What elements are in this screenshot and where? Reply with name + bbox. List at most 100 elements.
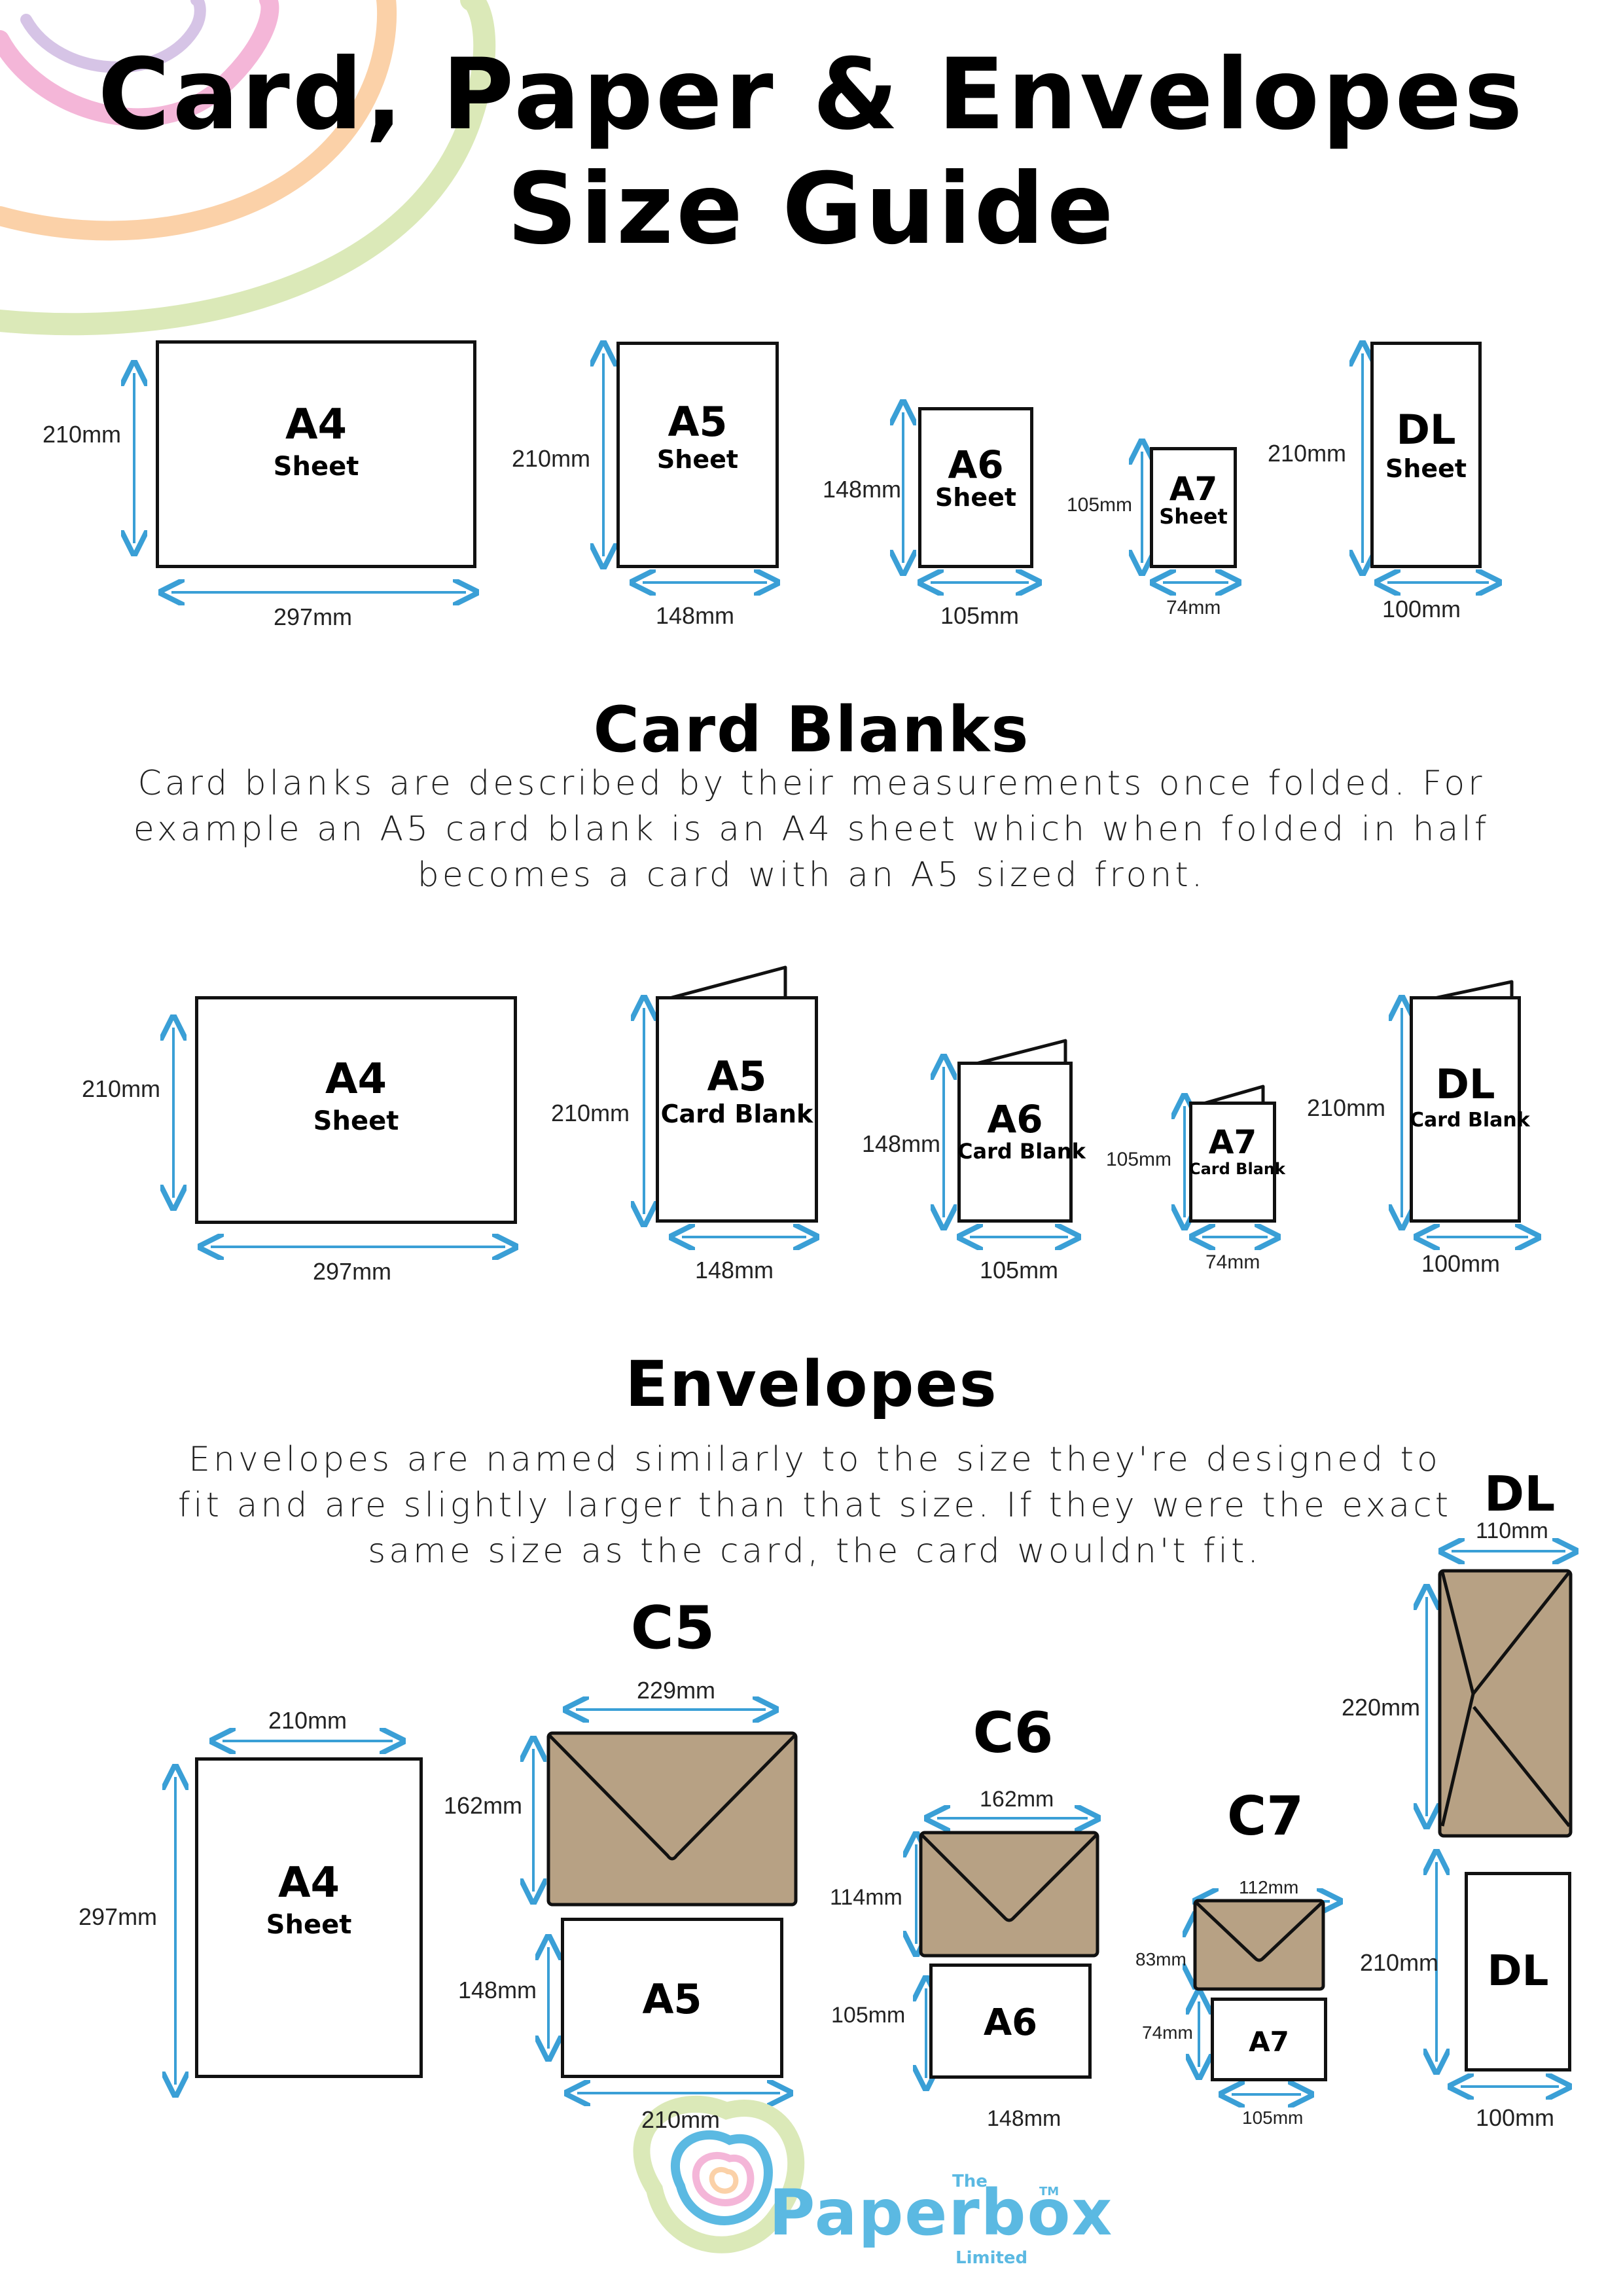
card-dl-width: 100mm	[1421, 1250, 1501, 1277]
dl-envelope-width: 110mm	[1476, 1518, 1548, 1543]
card-a5-name: A5	[707, 1052, 767, 1100]
card-a6-width: 105mm	[980, 1257, 1059, 1283]
envelope-a4-label: Sheet	[266, 1910, 352, 1940]
logo-text-the: The	[952, 2172, 988, 2191]
logo-text-limited: Limited	[955, 2248, 1028, 2268]
card-a5-height: 210mm	[551, 1100, 630, 1126]
sheet-a6	[918, 407, 1033, 568]
envelope-a4-width: 210mm	[268, 1707, 348, 1734]
sheet-a6-height: 148mm	[823, 476, 902, 503]
card-blanks-heading: Card Blanks	[593, 693, 1030, 766]
dl-card-name: DL	[1487, 1947, 1549, 1996]
card-a4-height: 210mm	[82, 1075, 161, 1102]
c5-card-a5	[561, 1918, 783, 2078]
sheet-a6-name: A6	[948, 442, 1004, 487]
sheet-a5-label: Sheet	[656, 445, 739, 474]
c7-card-a7	[1211, 1998, 1327, 2081]
c5-envelope-height: 162mm	[444, 1792, 523, 1819]
sheet-a7-label: Sheet	[1159, 504, 1228, 529]
logo-text-tm: TM	[1039, 2185, 1060, 2198]
envelope-a4-name: A4	[277, 1859, 340, 1907]
c6-card-width: 148mm	[987, 2106, 1061, 2131]
sheet-a7	[1150, 447, 1237, 568]
dl-card-width: 100mm	[1476, 2104, 1555, 2131]
dl-envelope-height: 220mm	[1342, 1694, 1421, 1721]
c7-card-height: 74mm	[1142, 2022, 1193, 2043]
envelopes-description: Envelopes are named similarly to the siz…	[177, 1440, 1452, 1571]
card-a7-width: 74mm	[1205, 1251, 1260, 1273]
envelope-shapes	[546, 1569, 1573, 1991]
sheet-a7-height: 105mm	[1067, 494, 1133, 516]
c7-envelope-flap	[1195, 1901, 1323, 1962]
card-a4-name: A4	[325, 1055, 387, 1103]
c5-card-name: A5	[642, 1975, 702, 2023]
sheet-a7-width: 74mm	[1166, 597, 1221, 619]
c6-label: C6	[972, 1700, 1054, 1766]
sheet-a4-name: A4	[285, 401, 348, 449]
c6-card-a6	[929, 1964, 1092, 2079]
card-a7-blank	[1189, 1102, 1276, 1223]
dimension-arrows-envelopes	[175, 1551, 1565, 2094]
c6-card-height: 105mm	[831, 2003, 906, 2028]
c6-envelope-width: 162mm	[980, 1787, 1054, 1812]
sheet-a6-label: Sheet	[935, 483, 1017, 512]
sheet-dl-name: DL	[1396, 406, 1456, 454]
card-a5-width: 148mm	[695, 1257, 774, 1283]
card-a4-sheet	[195, 996, 517, 1224]
c6-envelope-flap	[921, 1834, 1097, 1922]
c6-card-name: A6	[983, 2001, 1038, 2044]
sheet-a5-width: 148mm	[656, 602, 735, 629]
dl-envelope-label: DL	[1484, 1466, 1556, 1522]
card-blanks-description: Card blanks are described by their measu…	[133, 764, 1490, 895]
paperbox-logo-icon	[633, 2096, 805, 2253]
card-a7-name: A7	[1208, 1123, 1257, 1161]
c7-envelope	[1193, 1899, 1325, 1991]
dimension-arrows-card-blanks	[173, 1008, 1528, 1247]
sheet-a5-name: A5	[668, 398, 728, 446]
envelope-a4-sheet	[195, 1757, 423, 2078]
card-a4-width: 297mm	[313, 1258, 392, 1285]
dimension-arrows-sheets	[134, 353, 1489, 592]
card-a6-name: A6	[987, 1097, 1043, 1141]
card-a7-label: Card Blank	[1189, 1160, 1285, 1178]
dl-card-height: 210mm	[1360, 1949, 1439, 1976]
sheet-dl-label: Sheet	[1385, 454, 1467, 483]
c5-card-width: 210mm	[641, 2106, 721, 2133]
dl-card	[1465, 1872, 1571, 2072]
sheet-a4	[156, 340, 476, 568]
card-a6-blank	[957, 1062, 1073, 1223]
envelope-a4-height: 297mm	[79, 1903, 158, 1930]
sheet-a4-height: 210mm	[43, 421, 122, 448]
sheet-a7-name: A7	[1169, 470, 1218, 508]
c6-envelope	[919, 1831, 1099, 1958]
logo-text-paperbox: Paperbox	[769, 2176, 1114, 2250]
sheet-dl-width: 100mm	[1382, 596, 1461, 622]
c7-label: C7	[1227, 1785, 1304, 1848]
sheet-a5	[616, 342, 779, 568]
sheet-dl	[1370, 342, 1482, 568]
c5-envelope	[546, 1731, 798, 1907]
card-a7-height: 105mm	[1106, 1149, 1172, 1170]
card-fold-flaps	[662, 965, 1514, 1107]
c5-card-height: 148mm	[458, 1977, 537, 2003]
c6-envelope-height: 114mm	[830, 1885, 902, 1910]
card-dl-height: 210mm	[1307, 1094, 1386, 1121]
c7-envelope-height: 83mm	[1135, 1949, 1186, 1969]
c7-card-name: A7	[1249, 2026, 1289, 2058]
c5-envelope-width: 229mm	[637, 1677, 716, 1704]
sheet-dl-height: 210mm	[1268, 440, 1347, 467]
dl-envelope	[1438, 1569, 1573, 1838]
c5-envelope-flap	[548, 1734, 796, 1861]
page-title-line1: Card, Paper & Envelopes	[98, 38, 1525, 152]
envelopes-heading: Envelopes	[625, 1348, 998, 1421]
card-a6-height: 148mm	[862, 1130, 941, 1157]
page-title-line2: Size Guide	[507, 152, 1116, 266]
swirl-decoration	[0, 0, 496, 336]
sheet-a4-label: Sheet	[273, 452, 359, 482]
card-dl-label: Card Blank	[1410, 1109, 1530, 1132]
c5-label: C5	[630, 1594, 715, 1662]
card-dl-name: DL	[1435, 1060, 1495, 1108]
sheet-a6-width: 105mm	[940, 602, 1020, 629]
sheet-a5-height: 210mm	[512, 445, 591, 472]
